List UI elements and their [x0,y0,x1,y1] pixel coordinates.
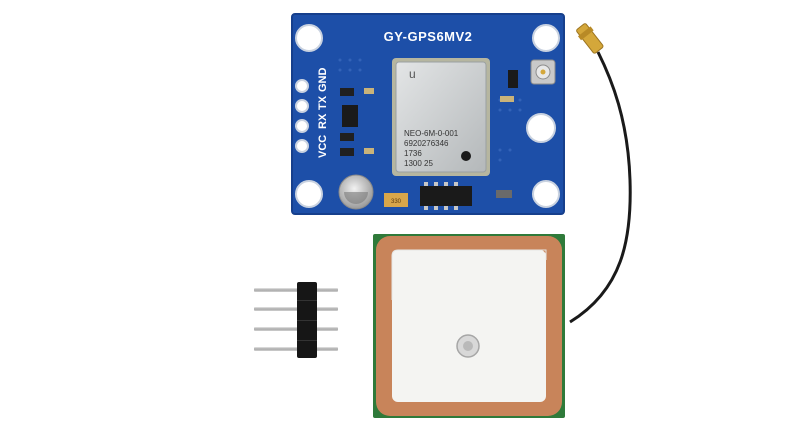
smd-components [340,70,518,198]
neo-6m-shield [392,58,490,176]
capacitor [338,174,374,210]
antenna-cable [569,23,632,324]
pin1-dot [461,151,471,161]
module-line-4: 1300 25 [404,159,433,168]
mounting-hole [532,24,560,52]
eeprom-chip [420,182,472,210]
ceramic-patch-antenna [373,234,565,418]
mounting-hole [295,24,323,52]
mounting-hole [295,180,323,208]
module-line-2: 6920276346 [404,139,449,148]
module-line-1: NEO-6M-0-001 [404,129,459,138]
pin-label-tx: TX [317,95,329,110]
pin-header [254,282,338,358]
shield-logo-icon: u [409,67,416,81]
tantalum-capacitor [384,193,408,207]
ufl-connector [530,59,556,85]
board-silkscreen-title: GY-GPS6MV2 [384,29,473,44]
mounting-hole [526,113,556,143]
pin-label-rx: RX [317,113,329,129]
capacitor-marking: 330 [391,199,402,205]
pin-label-vcc: VCC [317,135,329,158]
mounting-hole [532,180,560,208]
header-pads [295,79,309,153]
pin-label-gnd: GND [317,68,329,93]
module-line-3: 1736 [404,149,422,158]
